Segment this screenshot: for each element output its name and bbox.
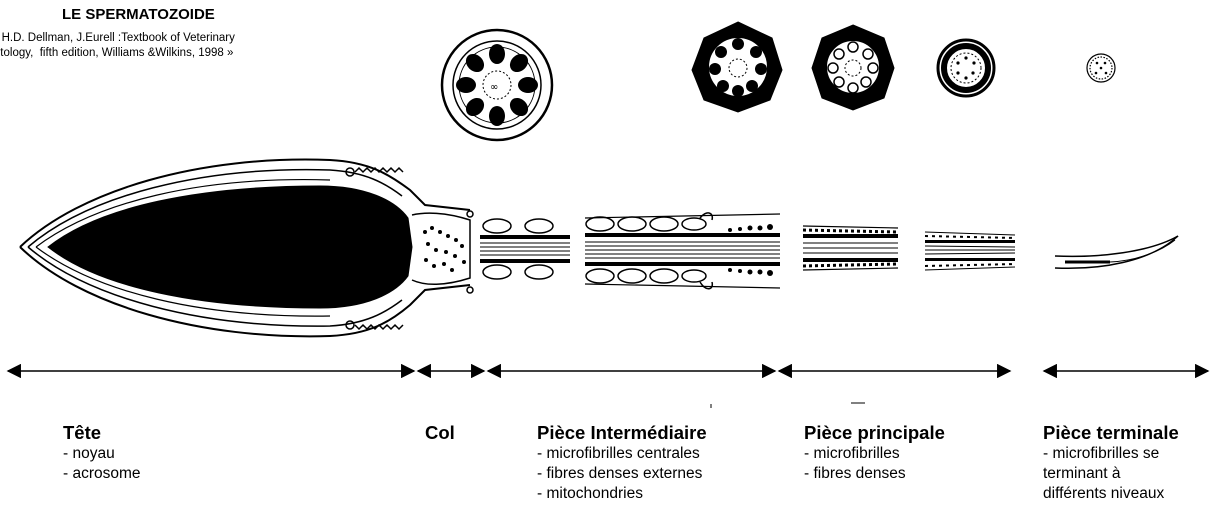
head: [20, 160, 470, 337]
end-piece: [1055, 236, 1178, 268]
cross-section-endpiece: [1087, 54, 1115, 82]
section-principal-title: Pièce principale: [804, 421, 945, 444]
section-end-title: Pièce terminale: [1043, 421, 1179, 444]
section-midpiece-item: - microfibrilles centrales: [537, 444, 707, 464]
neck: [412, 211, 473, 293]
section-head-item: - noyau: [63, 444, 141, 464]
svg-text:∞: ∞: [490, 82, 498, 93]
section-midpiece: Pièce Intermédiaire - microfibrilles cen…: [537, 421, 707, 504]
section-principal-item: - microfibrilles: [804, 444, 945, 464]
cross-section-principal-3: [938, 40, 994, 96]
section-midpiece-title: Pièce Intermédiaire: [537, 421, 707, 444]
section-head: Tête - noyau - acrosome: [63, 421, 141, 484]
section-principal: Pièce principale - microfibrilles - fibr…: [804, 421, 945, 484]
figure-title: LE SPERMATOZOIDE: [62, 6, 215, 23]
section-end-item: différents niveaux: [1043, 484, 1179, 504]
figure-reference: « H.D. Dellman, J.Eurell :Textbook of Ve…: [0, 31, 235, 61]
section-principal-item: - fibres denses: [804, 464, 945, 484]
section-neck-title: Col: [425, 421, 455, 444]
section-midpiece-item: - mitochondries: [537, 484, 707, 504]
section-head-item: - acrosome: [63, 464, 141, 484]
midpiece: [480, 213, 780, 289]
section-neck: Col: [425, 421, 455, 444]
section-end: Pièce terminale - microfibrilles se term…: [1043, 421, 1179, 504]
cross-section-principal-2: [812, 25, 894, 110]
section-end-item: terminant à: [1043, 464, 1179, 484]
cross-section-midpiece-large: ∞: [442, 30, 552, 140]
section-end-item: - microfibrilles se: [1043, 444, 1179, 464]
section-midpiece-item: - fibres denses externes: [537, 464, 707, 484]
cross-section-principal-1: [692, 22, 782, 112]
section-head-title: Tête: [63, 421, 141, 444]
principal-piece: [803, 226, 1015, 270]
